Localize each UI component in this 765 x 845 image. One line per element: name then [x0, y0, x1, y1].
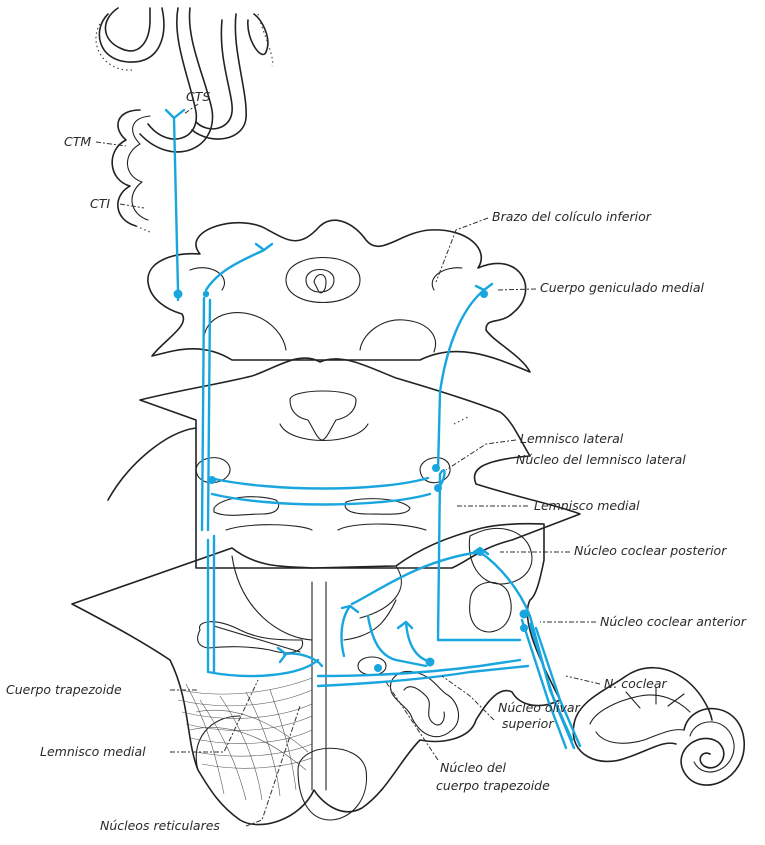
pons: [108, 358, 580, 568]
label-nucleo-lemnisco-lateral: Núcleo del lemnisco lateral: [516, 452, 686, 467]
label-cts: CTS: [186, 89, 210, 104]
label-nucleo-trapezoide-line1: Núcleo del: [440, 760, 507, 775]
label-brazo-coliculo-inferior: Brazo del colículo inferior: [492, 209, 652, 224]
label-nucleo-olivar-line1: Núcleo olivar: [498, 700, 581, 715]
label-n-coclear: N. coclear: [604, 676, 668, 691]
label-nucleo-coclear-posterior: Núcleo coclear posterior: [574, 543, 727, 558]
label-nucleo-trapezoide-line2: cuerpo trapezoide: [436, 778, 550, 793]
label-lemnisco-medial-left: Lemnisco medial: [40, 744, 146, 759]
trapezoid-fibres: [178, 678, 312, 800]
cerebral-cortex: [96, 8, 273, 232]
label-nucleo-coclear-anterior: Núcleo coclear anterior: [600, 614, 747, 629]
label-nucleo-olivar-line2: superior: [502, 716, 554, 731]
label-ctm: CTM: [64, 134, 91, 149]
label-cti: CTI: [90, 196, 110, 211]
label-cuerpo-trapezoide: Cuerpo trapezoide: [6, 682, 122, 697]
labels: CTS CTM CTI Brazo del colículo inferior …: [6, 89, 747, 833]
label-nucleos-reticulares: Núcleos reticulares: [100, 818, 220, 833]
label-lemnisco-medial-right: Lemnisco medial: [534, 498, 640, 513]
auditory-pathway-blue: [166, 110, 580, 748]
label-lemnisco-lateral: Lemnisco lateral: [520, 431, 624, 446]
label-cuerpo-geniculado-medial: Cuerpo geniculado medial: [540, 280, 704, 295]
